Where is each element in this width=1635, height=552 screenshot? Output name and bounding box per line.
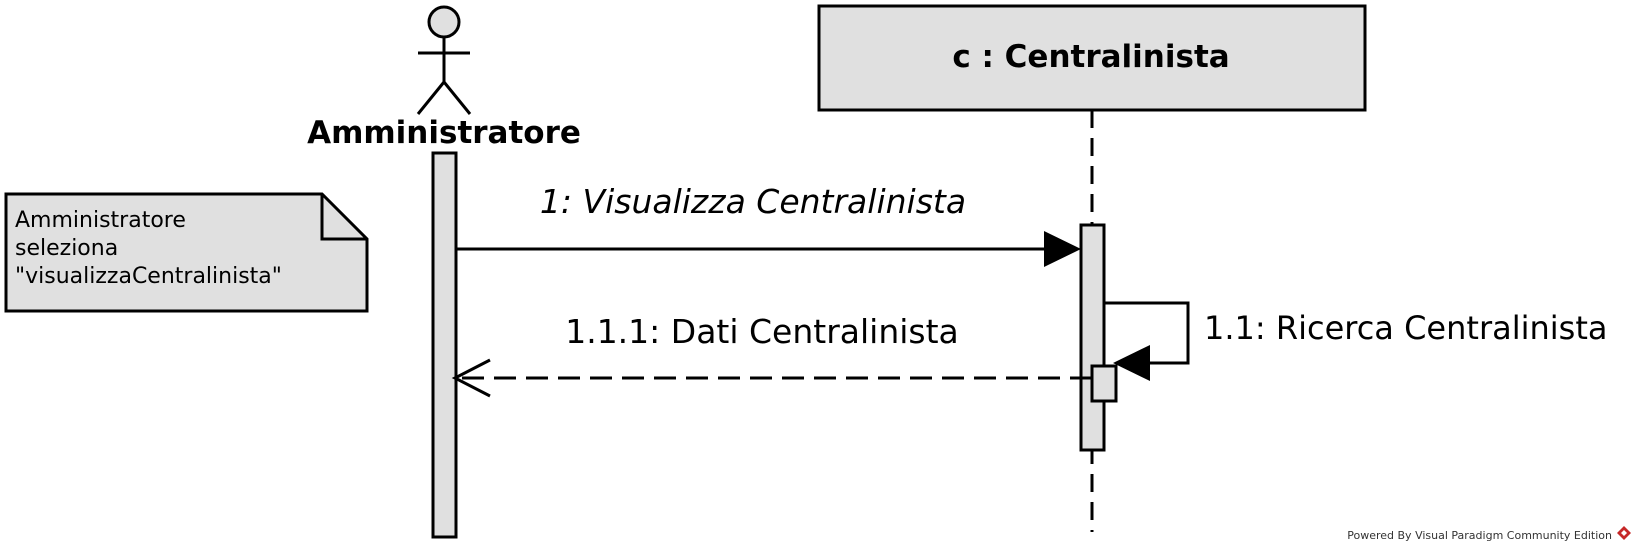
message-1-1-1-return-arrow bbox=[451, 358, 1092, 398]
actor-right-leg bbox=[442, 81, 472, 115]
visual-paradigm-logo-icon bbox=[1617, 526, 1631, 540]
note-line-1: Amministratore bbox=[15, 208, 186, 233]
lifeline-activation-bar bbox=[1079, 223, 1106, 452]
message-1-label: 1: Visualizza Centralinista bbox=[540, 182, 966, 221]
footer-credit: Powered By Visual Paradigm Community Edi… bbox=[1347, 529, 1612, 542]
note-line-2: seleziona bbox=[15, 236, 118, 261]
lifeline-name: c : Centralinista bbox=[952, 39, 1229, 75]
lifeline-header bbox=[817, 4, 1367, 112]
actor-left-leg bbox=[416, 81, 446, 115]
note: Amministratore seleziona "visualizzaCent… bbox=[4, 192, 369, 313]
message-1-1-1-label: 1.1.1: Dati Centralinista bbox=[565, 312, 959, 351]
message-1-arrow bbox=[455, 231, 1081, 267]
actor-name: Amministratore bbox=[307, 115, 581, 151]
actor-figure bbox=[416, 5, 472, 115]
actor-activation-bar bbox=[431, 151, 458, 539]
actor-head bbox=[427, 5, 461, 39]
message-1-1-self-arrow bbox=[1104, 301, 1190, 381]
note-line-3: "visualizzaCentralinista" bbox=[15, 264, 282, 289]
nested-activation-bar bbox=[1090, 364, 1118, 403]
message-1-1-label: 1.1: Ricerca Centralinista bbox=[1204, 309, 1607, 347]
